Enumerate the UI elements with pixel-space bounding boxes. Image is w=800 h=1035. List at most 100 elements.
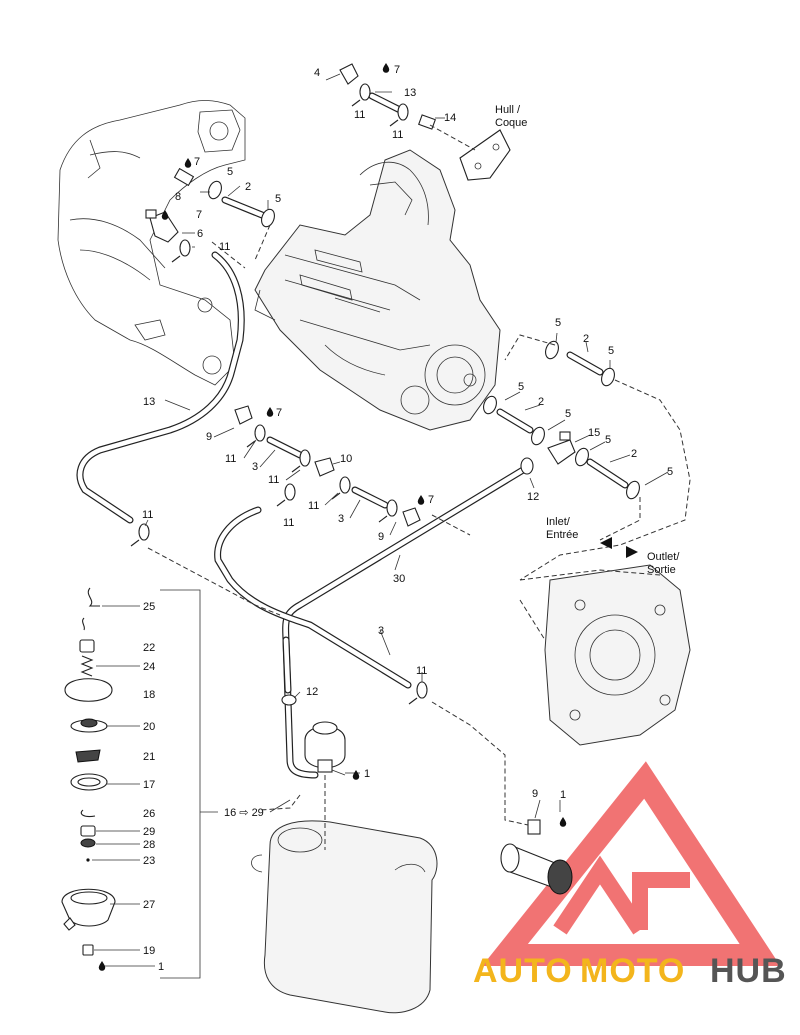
callout: 5 — [565, 408, 571, 420]
watermark-logo — [482, 761, 781, 966]
leader-lines — [92, 73, 669, 979]
callout: 5 — [555, 317, 561, 329]
callout: 6 — [197, 228, 203, 240]
hose-3-long — [214, 506, 412, 689]
inlet-fitting — [500, 800, 573, 895]
callout: 3 — [338, 513, 344, 525]
callout: 13 — [143, 396, 155, 408]
fitting-6 — [145, 209, 179, 243]
callout: 9 — [378, 531, 384, 543]
label-hull: Hull / — [495, 104, 521, 116]
callout: 23 — [143, 855, 155, 867]
callout: 29 — [143, 826, 155, 838]
hose-13-top — [368, 92, 404, 114]
brand-hub: HUB — [710, 952, 787, 990]
clamp-12 — [281, 457, 534, 706]
callout: 7 — [394, 64, 400, 76]
callout: 4 — [314, 67, 320, 79]
callout: 7 — [428, 494, 434, 506]
fitting-15 — [547, 431, 576, 465]
callout-numbers: 4 7 13 11 14 11 7 5 2 8 5 7 6 11 5 2 5 5… — [142, 64, 673, 973]
callout: 9 — [206, 431, 212, 443]
label-sortie: Sortie — [647, 564, 676, 576]
callout: 12 — [527, 491, 539, 503]
arrow-left-icon — [600, 537, 612, 549]
hose-2-top — [221, 196, 266, 219]
callout: 24 — [143, 661, 155, 673]
exhaust-manifold — [57, 100, 246, 386]
brand-auto: AUTO — [473, 952, 573, 990]
callout: 9 — [532, 788, 538, 800]
callout: 20 — [143, 721, 155, 733]
flow-lines — [147, 224, 691, 811]
fitting-9 — [234, 405, 421, 527]
brand-moto: MOTO — [580, 952, 685, 990]
callout: 12 — [306, 686, 318, 698]
clamp-11 — [130, 83, 428, 705]
callout: 1 — [364, 768, 370, 780]
callout: 2 — [583, 333, 589, 345]
hose-2-right-low — [586, 458, 629, 489]
water-regulator — [304, 721, 346, 776]
callout: 11 — [225, 453, 236, 465]
hose-3-center-a — [266, 436, 304, 459]
callout: 11 — [392, 129, 403, 141]
hose-2-right-upper — [566, 351, 604, 376]
hose-13-left — [76, 251, 245, 524]
hose-2-right-mid — [496, 408, 534, 434]
callout: 1 — [158, 961, 164, 973]
callout: 11 — [283, 517, 294, 529]
callout: 5 — [667, 466, 673, 478]
watermark-wordmark: AUTO MOTO HUB — [473, 952, 787, 990]
callout: 3 — [252, 461, 258, 473]
callout: 2 — [631, 448, 637, 460]
callout: 2 — [538, 396, 544, 408]
callout: 11 — [308, 500, 319, 512]
muffler — [251, 775, 438, 1014]
callout: 10 — [340, 453, 352, 465]
callout: 11 — [268, 474, 279, 486]
callout: 30 — [393, 573, 405, 585]
callout: 5 — [275, 193, 281, 205]
label-inlet: Inlet/ — [546, 516, 571, 528]
callout: 7 — [276, 407, 282, 419]
callout: 22 — [143, 642, 155, 654]
callout: 1 — [560, 789, 566, 801]
hose-3-center-b — [351, 486, 389, 509]
fitting-10 — [314, 457, 335, 477]
callout: 5 — [227, 166, 233, 178]
exploded-regulator — [61, 587, 116, 956]
callout: 8 — [175, 191, 181, 203]
callout: 18 — [143, 689, 155, 701]
label-coque: Coque — [495, 117, 527, 129]
callout: 21 — [143, 751, 155, 763]
callout: 19 — [143, 945, 155, 957]
callout: 7 — [196, 209, 202, 221]
fitting-4 — [339, 63, 359, 85]
fitting-8 — [173, 167, 195, 187]
arrow-right-icon — [626, 546, 638, 558]
engine-block — [254, 149, 501, 431]
callout: 28 — [143, 839, 155, 851]
hose-12-lower — [282, 636, 292, 694]
callout: 2 — [245, 181, 251, 193]
callout: 11 — [416, 665, 427, 677]
callout: 13 — [404, 87, 416, 99]
hull-bracket — [429, 124, 511, 181]
callout: 15 — [588, 427, 600, 439]
callout: 25 — [143, 601, 155, 613]
callout: 5 — [605, 434, 611, 446]
label-callout-16-29: 16 ⇨ 29 — [224, 807, 264, 819]
jet-pump-housing — [519, 564, 691, 746]
callout: 11 — [142, 509, 153, 521]
callout: 7 — [194, 156, 200, 168]
callout: 5 — [518, 381, 524, 393]
clamp-5 — [208, 180, 640, 500]
callout: 11 — [354, 109, 365, 121]
label-outlet: Outlet/ — [647, 551, 680, 563]
callout: 26 — [143, 808, 155, 820]
label-entree: Entrée — [546, 529, 578, 541]
callout: 11 — [219, 241, 230, 253]
callout: 3 — [378, 625, 384, 637]
